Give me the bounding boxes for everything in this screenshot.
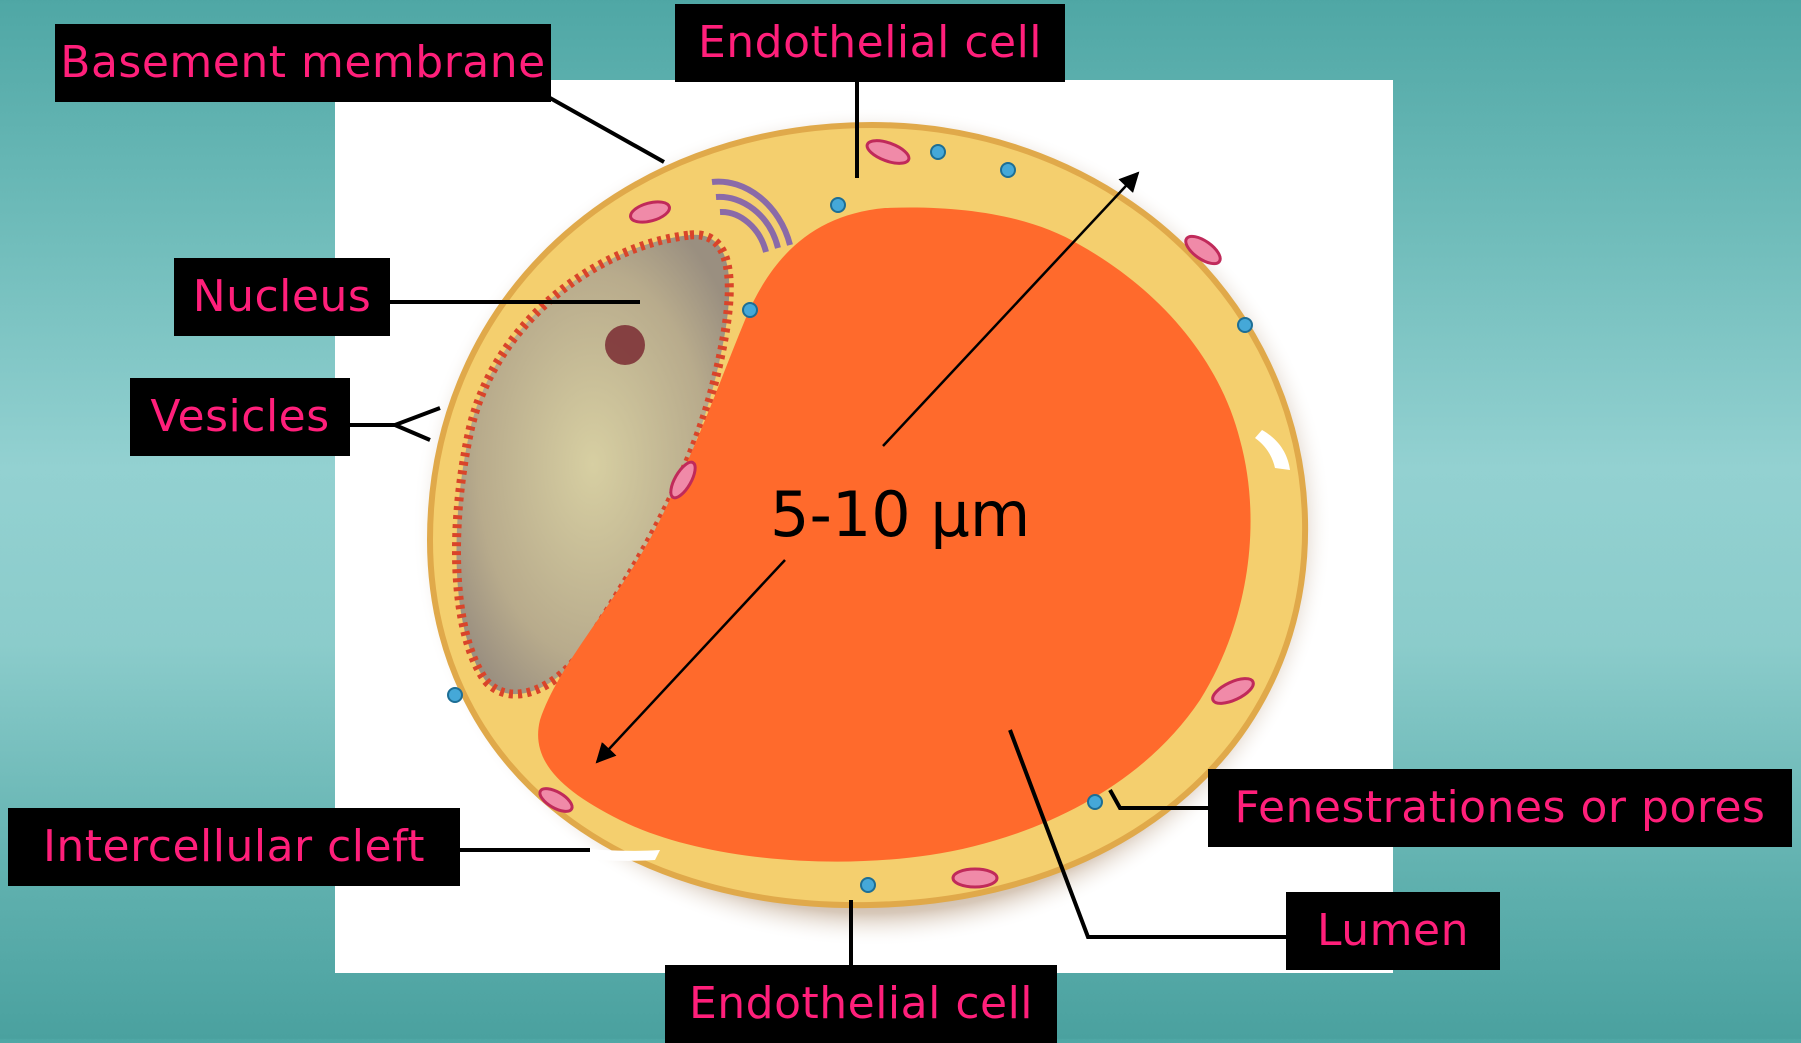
nucleolus [605, 325, 645, 365]
label-endothelial-cell-top: Endothelial cell [675, 4, 1065, 82]
label-vesicles: Vesicles [130, 378, 350, 456]
label-fenestrationes: Fenestrationes or pores [1208, 769, 1792, 847]
label-endothelial-cell-bottom: Endothelial cell [665, 965, 1057, 1043]
label-nucleus: Nucleus [174, 258, 390, 336]
label-basement-membrane: Basement membrane [55, 24, 551, 102]
label-lumen: Lumen [1286, 892, 1500, 970]
diameter-label: 5-10 μm [770, 478, 1030, 551]
label-intercellular-cleft: Intercellular cleft [8, 808, 460, 886]
